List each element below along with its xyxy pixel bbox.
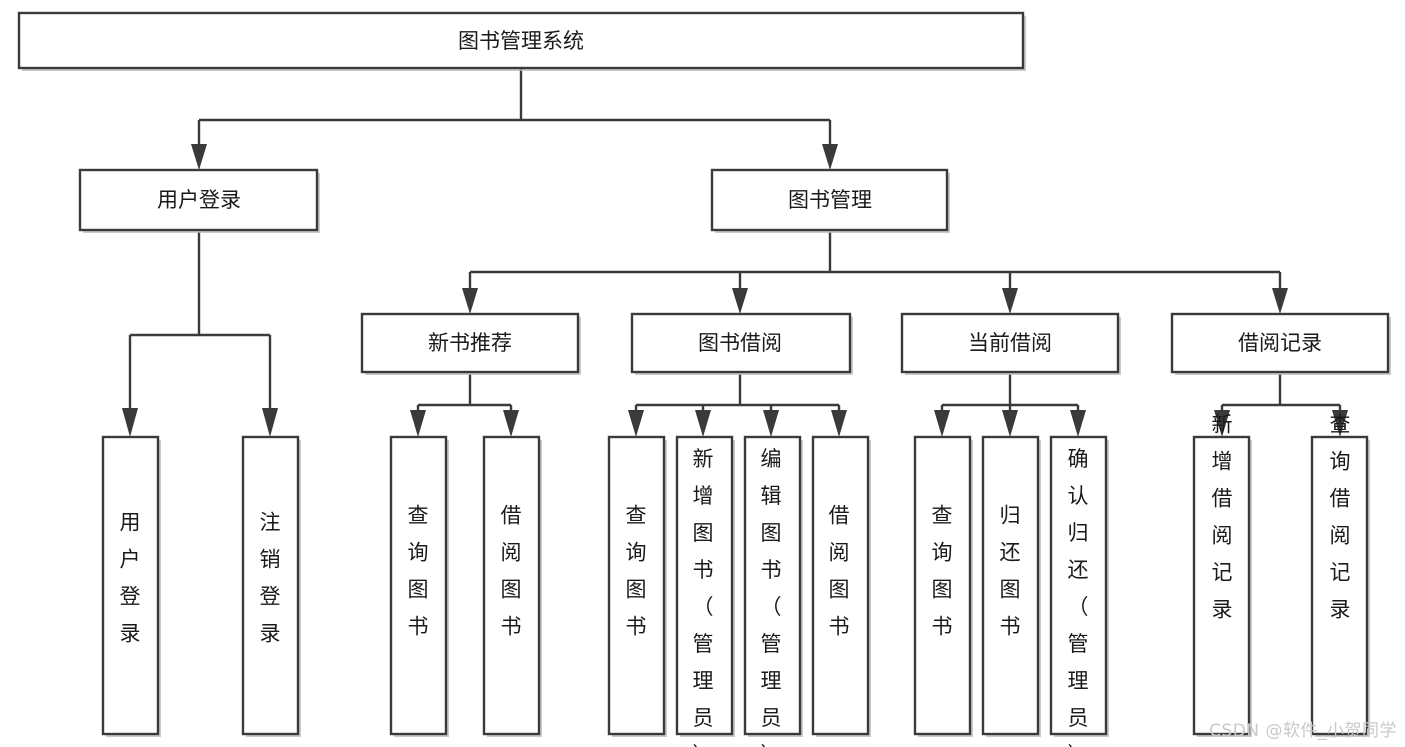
leaf-query-book-3-box — [913, 435, 972, 736]
arrow-leaf-add-record — [1214, 410, 1230, 437]
leaf-borrow-book-1-box — [482, 435, 541, 736]
connectors-layer — [122, 69, 1348, 437]
arrow-leaf-edit-book — [763, 410, 779, 437]
book-manage-label: 图书管理 — [788, 188, 872, 212]
book-borrow-label: 图书借阅 — [698, 331, 782, 355]
arrow-leaf-user-logout — [262, 408, 278, 437]
leaf-borrow-book-2-box — [811, 435, 870, 736]
node-leaf-query-book-1[interactable]: 查询图书 — [389, 435, 449, 737]
leaf-add-record-box — [1192, 435, 1251, 736]
leaf-add-book-box — [675, 435, 734, 736]
arrow-leaf-query-book-1 — [410, 410, 426, 437]
book-manage-box — [710, 168, 949, 232]
leaf-edit-book-label: 编辑图书（管理员） — [761, 447, 782, 747]
leaf-return-book-box — [981, 435, 1040, 736]
arrow-leaf-query-book-3 — [934, 410, 950, 437]
node-leaf-query-book-3[interactable]: 查询图书 — [913, 435, 973, 737]
node-leaf-query-record[interactable]: 查询借阅记录 — [1310, 413, 1370, 738]
leaf-query-book-3-label: 查询图书 — [932, 504, 953, 639]
recommend-box — [360, 312, 580, 374]
node-leaf-return-book[interactable]: 归还图书 — [981, 435, 1041, 737]
leaf-query-book-2-box — [607, 435, 666, 736]
arrow-new-book-recommend — [462, 288, 478, 314]
leaf-query-record-label: 查询借阅记录 — [1330, 413, 1351, 622]
recommend-label: 新书推荐 — [428, 331, 512, 355]
leaf-user-logout-box — [241, 435, 300, 736]
node-user-login[interactable]: 用户登录 — [78, 168, 320, 233]
arrow-book-borrow — [732, 288, 748, 314]
root-label: 图书管理系统 — [458, 29, 584, 53]
borrow-record-label: 借阅记录 — [1238, 331, 1322, 355]
node-book-manage[interactable]: 图书管理 — [710, 168, 950, 233]
user-login-box — [78, 168, 319, 232]
arrow-leaf-add-book — [695, 410, 711, 437]
leaf-confirm-return-label: 确认归还（管理员） — [1068, 447, 1089, 747]
arrow-book-manage — [822, 144, 838, 170]
leaf-nodes-layer: 用户登录 注销登录 查询图书 借阅图书 查询图书 — [101, 413, 1370, 747]
node-leaf-confirm-return[interactable]: 确认归还（管理员） — [1049, 435, 1109, 747]
leaf-query-book-1-label: 查询图书 — [408, 504, 429, 639]
leaf-user-login-box — [101, 435, 160, 736]
node-current-borrow[interactable]: 当前借阅 — [900, 312, 1121, 375]
arrow-current-borrow — [1002, 288, 1018, 314]
arrow-leaf-borrow-book-2 — [831, 410, 847, 437]
user-login-label: 用户登录 — [157, 188, 241, 212]
leaf-add-book-label: 新增图书（管理员） — [693, 447, 714, 747]
node-leaf-query-book-2[interactable]: 查询图书 — [607, 435, 667, 737]
leaf-query-record-box — [1310, 435, 1369, 736]
arrow-leaf-confirm-return — [1070, 410, 1086, 437]
leaf-borrow-book-2-label: 借阅图书 — [829, 504, 850, 639]
node-borrow-record[interactable]: 借阅记录 — [1170, 312, 1391, 375]
leaf-borrow-book-1-label: 借阅图书 — [501, 504, 522, 639]
root-box — [17, 11, 1025, 70]
leaf-query-book-2-label: 查询图书 — [626, 504, 647, 639]
node-leaf-borrow-book-1[interactable]: 借阅图书 — [482, 435, 542, 737]
node-root[interactable]: 图书管理系统 — [17, 11, 1026, 71]
arrow-leaf-return-book — [1002, 410, 1018, 437]
node-leaf-borrow-book-2[interactable]: 借阅图书 — [811, 435, 871, 737]
book-borrow-box — [630, 312, 852, 374]
watermark-csdn: CSDN @软件_小贺同学 — [1209, 721, 1397, 741]
arrow-leaf-query-record — [1332, 410, 1348, 437]
node-leaf-user-logout[interactable]: 注销登录 — [241, 435, 301, 737]
node-leaf-add-record[interactable]: 新增借阅记录 — [1192, 413, 1252, 738]
leaf-query-book-1-box — [389, 435, 448, 736]
arrow-user-login — [191, 144, 207, 170]
borrow-record-box — [1170, 312, 1390, 374]
node-book-borrow[interactable]: 图书借阅 — [630, 312, 853, 375]
leaf-return-book-label: 归还图书 — [1000, 504, 1021, 639]
leaf-user-logout-label: 注销登录 — [260, 511, 281, 646]
arrow-leaf-borrow-book-1 — [503, 410, 519, 437]
leaf-edit-book-box — [743, 435, 802, 736]
node-leaf-user-login[interactable]: 用户登录 — [101, 435, 161, 737]
arrow-leaf-user-login — [122, 408, 138, 437]
leaf-user-login-label: 用户登录 — [120, 511, 141, 646]
current-borrow-box — [900, 312, 1120, 374]
leaf-confirm-return-box — [1049, 435, 1108, 736]
arrow-borrow-record — [1272, 288, 1288, 314]
node-new-book-recommend[interactable]: 新书推荐 — [360, 312, 581, 375]
leaf-add-record-label: 新增借阅记录 — [1212, 413, 1233, 622]
arrow-leaf-query-book-2 — [628, 410, 644, 437]
current-borrow-label: 当前借阅 — [968, 331, 1052, 355]
node-leaf-add-book[interactable]: 新增图书（管理员） — [675, 435, 735, 747]
node-leaf-edit-book[interactable]: 编辑图书（管理员） — [743, 435, 803, 747]
